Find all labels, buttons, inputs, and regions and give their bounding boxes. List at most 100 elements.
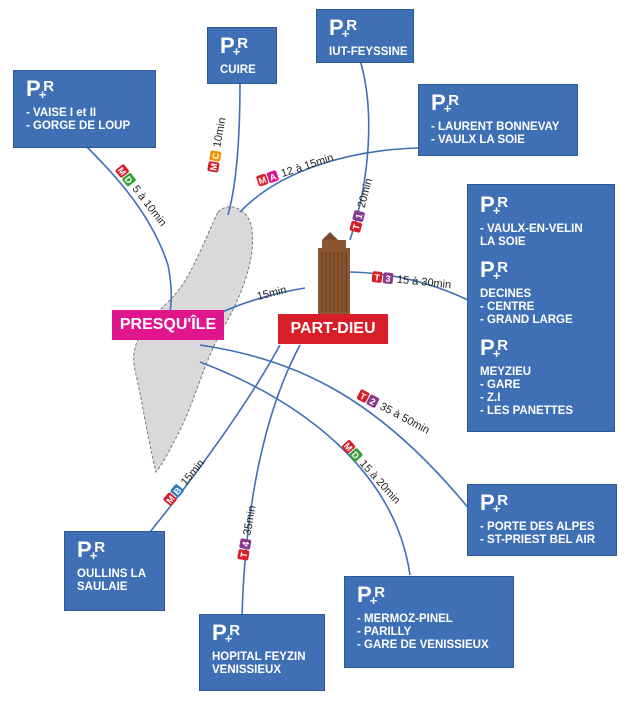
pr-group-vaulx: P+R - VAULX-EN-VELIN LA SOIE xyxy=(480,193,606,249)
hub-presquile: PRESQU'ÎLE xyxy=(112,310,224,340)
pr-destination: - VAULX LA SOIE xyxy=(431,134,525,146)
line-t2 xyxy=(199,344,471,511)
pr-logo: P+R xyxy=(480,490,508,517)
pr-logo: P+R xyxy=(357,582,385,609)
hub-partdieu: PART-DIEU xyxy=(278,314,388,344)
hub-presquile-label: PRESQU'ÎLE xyxy=(119,316,217,333)
pr-logo: P+R xyxy=(220,33,248,60)
pr-logo: P+R xyxy=(77,537,105,564)
pr-destination: DECINES xyxy=(480,288,532,300)
route-time: 10min xyxy=(211,117,228,149)
route-badge-2-text: D xyxy=(123,174,135,186)
pr-destination: - VAISE I et II xyxy=(26,107,97,119)
route-badge-2 xyxy=(170,484,184,498)
route-badge-1 xyxy=(341,440,356,454)
route-badge-1 xyxy=(349,220,363,233)
pr-destination: - GORGE DE LOUP xyxy=(26,120,131,132)
route-label-vaise: M D 5 à 10min xyxy=(115,164,169,229)
pr-destination: - PORTE DES ALPES xyxy=(480,521,595,533)
pr-box-bonnevay: P+R - LAURENT BONNEVAY - VAULX LA SOIE xyxy=(418,84,578,156)
route-time: 35 à 50min xyxy=(378,401,432,437)
line-vaise xyxy=(79,139,173,313)
route-badge-2 xyxy=(239,538,252,550)
route-badge-2-text: 1 xyxy=(354,213,365,220)
pr-destination: - MERMOZ-PINEL xyxy=(357,613,453,625)
route-badge-1-text: T xyxy=(358,391,368,403)
route-badge-1-text: T xyxy=(238,551,249,559)
route-badge-2 xyxy=(366,394,380,408)
pr-destination: OULLINS LA xyxy=(77,568,146,580)
route-badge-2-text: 4 xyxy=(240,541,251,548)
route-badge-2-text: 2 xyxy=(368,396,377,407)
pr-destination: - GRAND LARGE xyxy=(480,314,573,326)
pr-box-vaise: P+R - VAISE I et II - GORGE DE LOUP xyxy=(13,70,156,148)
pr-group-decines: P+R DECINES - CENTRE - GRAND LARGE xyxy=(480,258,606,327)
pr-destination: - Z.I xyxy=(480,392,501,404)
hub-partdieu-label: PART-DIEU xyxy=(290,320,376,337)
route-badge-2 xyxy=(349,448,363,462)
route-badge-2 xyxy=(122,173,136,187)
route-label-oullins: M B 15min xyxy=(163,457,207,506)
pr-destination: - LAURENT BONNEVAY xyxy=(431,121,560,133)
pr-logo: P+R xyxy=(431,90,459,117)
pr-destination: SAULAIE xyxy=(77,581,128,593)
route-time: 15min xyxy=(179,457,207,488)
pr-destination: - CENTRE xyxy=(480,301,535,313)
route-badge-2 xyxy=(352,210,365,222)
route-badge-1 xyxy=(163,492,177,506)
pr-destination: MEYZIEU xyxy=(480,366,532,378)
route-label-mermoz: M D 15 à 20min xyxy=(341,440,402,506)
route-badge-2-text: D xyxy=(350,449,362,461)
route-label-bonnevay: M A 12 à 15min xyxy=(256,152,335,187)
route-time: 15min xyxy=(256,284,288,303)
route-badge-2-text: 3 xyxy=(385,273,391,283)
pr-destination: - GARE xyxy=(480,379,521,391)
route-time: 20min xyxy=(356,177,375,209)
route-badge-1 xyxy=(256,173,269,187)
route-badge-2-text: A xyxy=(268,171,278,183)
pr-destination: VENISSIEUX xyxy=(212,664,282,676)
route-badge-2-text: B xyxy=(172,485,184,497)
route-badge-1-text: T xyxy=(374,272,381,283)
part-dieu-tower-icon xyxy=(318,232,350,314)
route-time: 12 à 15min xyxy=(280,152,335,180)
pr-logo: P+R xyxy=(329,15,357,42)
line-presqu-partdieu xyxy=(221,287,306,313)
route-label-presqu-partdieu: 15min xyxy=(256,284,288,303)
pr-box-oullins: P+R OULLINS LA SAULAIE xyxy=(64,531,165,611)
pr-destination: IUT-FEYSSINE xyxy=(329,46,408,58)
route-label-t2: T 2 35 à 50min xyxy=(356,389,432,437)
route-time: 15 à 30min xyxy=(396,274,451,292)
pr-destination: LA SOIE xyxy=(480,236,526,248)
pr-destination: - GARE DE VENISSIEUX xyxy=(357,639,489,651)
route-badge-1 xyxy=(237,549,250,561)
pr-destination: HOPITAL FEYZIN xyxy=(212,651,306,663)
route-badge-1 xyxy=(356,389,370,403)
route-badge-2 xyxy=(382,272,394,284)
route-badge-1 xyxy=(115,164,129,178)
pr-destination: - PARILLY xyxy=(357,626,412,638)
pr-logo: P+R xyxy=(26,76,54,103)
pr-box-feyzin: P+R HOPITAL FEYZIN VENISSIEUX xyxy=(199,614,325,691)
pr-box-portes: P+R - PORTE DES ALPES - ST-PRIEST BEL AI… xyxy=(467,484,617,556)
pr-box-mermoz: P+R - MERMOZ-PINEL - PARILLY - GARE DE V… xyxy=(344,576,514,668)
line-oullins xyxy=(149,344,281,533)
route-label-t3: T 3 15 à 30min xyxy=(371,271,452,292)
pr-destination: CUIRE xyxy=(220,64,256,76)
route-badge-1-text: M xyxy=(208,162,219,171)
line-feyzin xyxy=(241,344,301,616)
route-label-feyzin: T 4 35min xyxy=(237,505,258,561)
pr-box-east: P+R - VAULX-EN-VELIN LA SOIE P+R DECINES… xyxy=(467,184,615,432)
line-cuire xyxy=(227,81,241,216)
line-mermoz xyxy=(199,361,411,576)
route-label-iut: T 1 20min xyxy=(349,177,375,233)
route-badge-1-text: M xyxy=(257,175,267,187)
route-time: 15 à 20min xyxy=(357,458,402,506)
pr-destination: - VAULX-EN-VELIN xyxy=(480,223,583,235)
route-badge-1 xyxy=(207,161,220,173)
pr-logo: P+R xyxy=(212,620,240,647)
pr-box-iut: P+R IUT-FEYSSINE xyxy=(316,9,414,63)
pr-logo: P+R xyxy=(480,335,508,362)
pr-group-meyzieu: P+R MEYZIEU - GARE - Z.I - LES PANETTES xyxy=(480,336,606,418)
